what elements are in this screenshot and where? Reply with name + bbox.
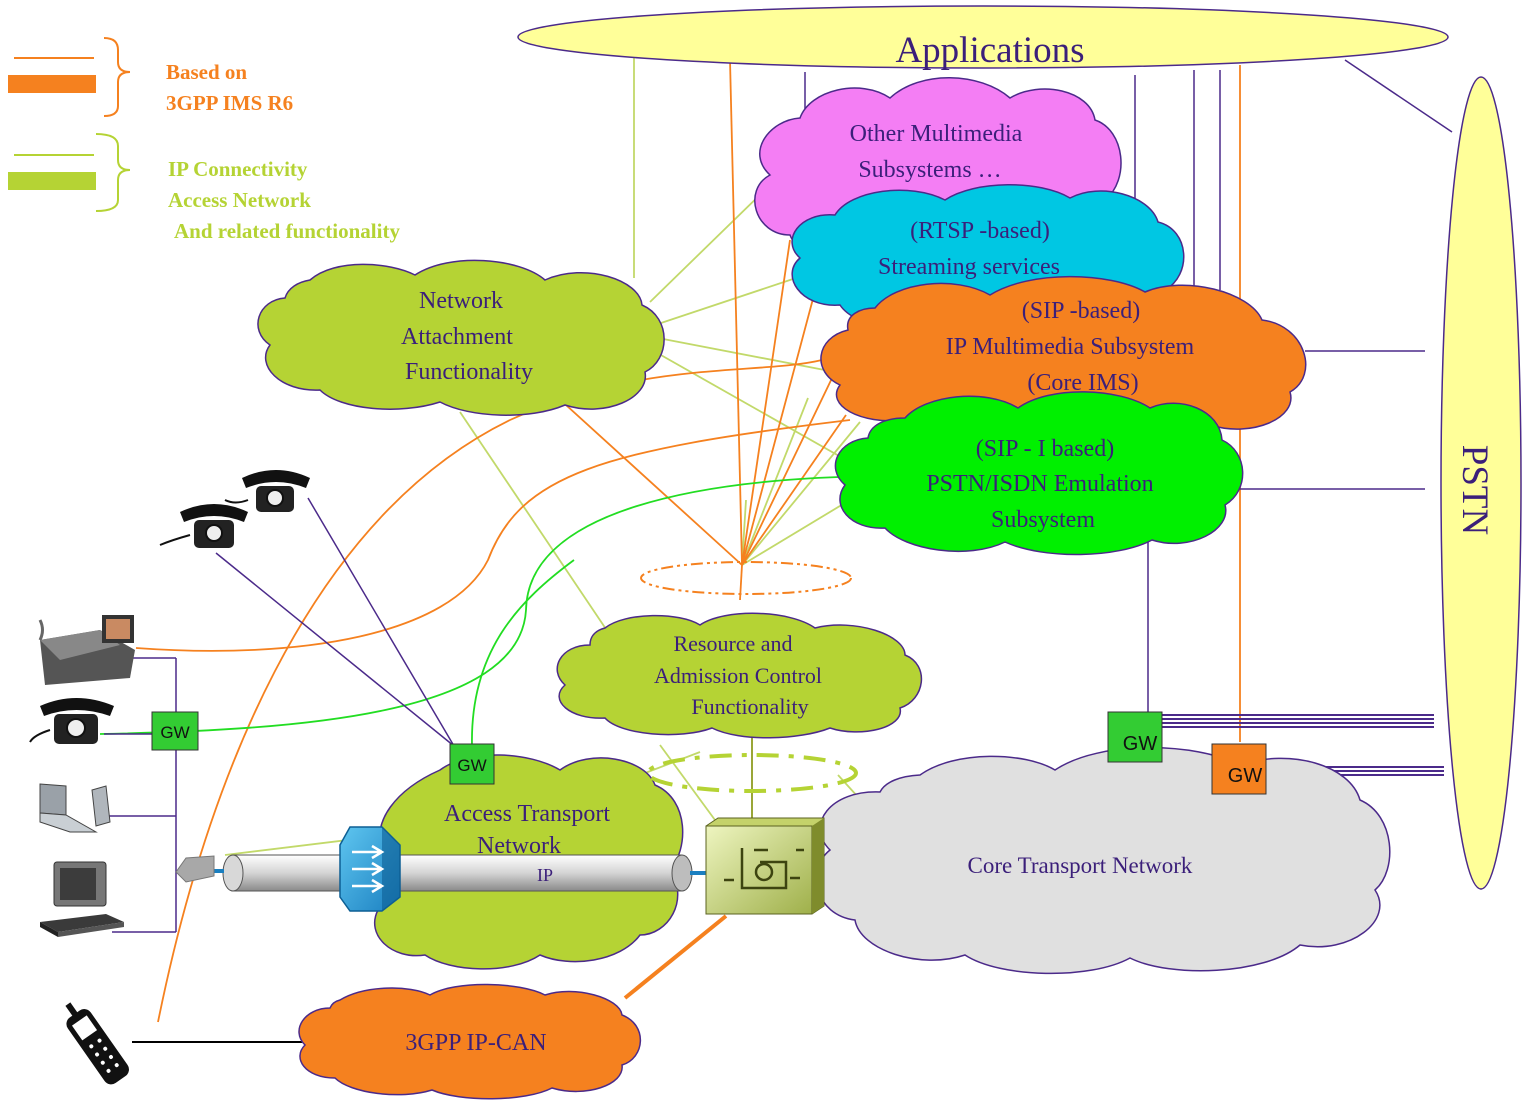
- pes-line1: (SIP - I based): [976, 436, 1114, 462]
- gw-box-access: GW: [449, 743, 495, 785]
- legend-text-ip-connectivity: IP Connectivity: [168, 157, 308, 181]
- racf-line2: Admission Control: [654, 663, 822, 688]
- racf-line1: Resource and: [673, 631, 792, 656]
- gw-box-core-green: GW: [1107, 711, 1163, 763]
- gw-box-left: GW: [151, 711, 199, 751]
- streaming-line1: (RTSP -based): [910, 218, 1050, 244]
- ip-can-label: 3GPP IP-CAN: [405, 1030, 546, 1056]
- gw-label-core-orange: GW: [1228, 765, 1263, 787]
- desk-phone-icon: [29, 698, 114, 744]
- legend-brace-green: [95, 133, 131, 212]
- cloud-3gpp-ip-can: [298, 983, 642, 1100]
- ip-pipe-left-end: [222, 854, 244, 892]
- tv-icon: [40, 861, 124, 937]
- orange-dashed-ellipse: [640, 561, 852, 595]
- ip-pipe-right-end: [671, 854, 693, 892]
- video-phone-icon: [38, 615, 135, 685]
- ims-line1: (SIP -based): [1022, 298, 1140, 324]
- router-icon: [339, 826, 401, 912]
- pes-line3: Subsystem: [991, 507, 1095, 533]
- core-transport-label: Core Transport Network: [968, 853, 1193, 878]
- gw-label-access: GW: [457, 756, 486, 775]
- ip-pipe-label: IP: [537, 865, 553, 885]
- naf-line2: Attachment: [401, 324, 513, 350]
- cloud-resource-admission-control: [556, 612, 922, 739]
- orange-thick-lines: [623, 914, 728, 1000]
- legend-bar-thick-green: [8, 172, 96, 190]
- naf-line3: Functionality: [405, 359, 533, 385]
- pes-line2: PSTN/ISDN Emulation: [926, 471, 1153, 497]
- legend: Based on 3GPP IMS R6 IP Connectivity Acc…: [8, 37, 400, 243]
- ip-pipe: IP: [175, 854, 708, 892]
- access-node-stub: [175, 855, 215, 883]
- pstn-ellipse: [1440, 76, 1522, 890]
- cloud-pstn-isdn-emulation: [834, 391, 1244, 556]
- pstn-label: PSTN: [1454, 445, 1495, 535]
- legend-text-ims-r6: 3GPP IMS R6: [166, 91, 293, 115]
- legend-text-related-functionality: And related functionality: [174, 219, 400, 243]
- legend-bar-thick-orange: [8, 75, 96, 93]
- other-multimedia-line1: Other Multimedia: [850, 121, 1023, 147]
- legend-text-based-on: Based on: [166, 60, 247, 84]
- racf-line3: Functionality: [691, 694, 808, 719]
- streaming-line2: Streaming services: [878, 254, 1060, 280]
- cloud-network-attachment: [257, 259, 665, 416]
- ip-pipe-body: [231, 854, 683, 892]
- legend-brace-orange: [103, 37, 131, 117]
- applications-ellipse: [517, 5, 1449, 69]
- gw-box-core-orange: GW: [1211, 743, 1267, 795]
- purple-lines: [95, 59, 1453, 933]
- other-multimedia-line2: Subsystems …: [858, 157, 1001, 183]
- border-gateway-icon: [705, 817, 825, 915]
- desk-phone-icon: [159, 504, 248, 548]
- pes-lines: [99, 475, 881, 747]
- ims-line2: IP Multimedia Subsystem: [946, 334, 1195, 360]
- gw-label-core-green: GW: [1123, 733, 1158, 755]
- laptop-icon: [39, 783, 111, 833]
- applications-label: Applications: [895, 30, 1084, 71]
- naf-line1: Network: [419, 288, 503, 314]
- desk-phone-icon: [224, 470, 310, 512]
- gw-label-left: GW: [160, 723, 189, 742]
- mobile-phone-icon: [65, 1002, 129, 1085]
- access-line1: Access Transport: [444, 801, 610, 827]
- green-dashed-ellipse: [646, 753, 858, 793]
- legend-text-access-network: Access Network: [168, 188, 311, 212]
